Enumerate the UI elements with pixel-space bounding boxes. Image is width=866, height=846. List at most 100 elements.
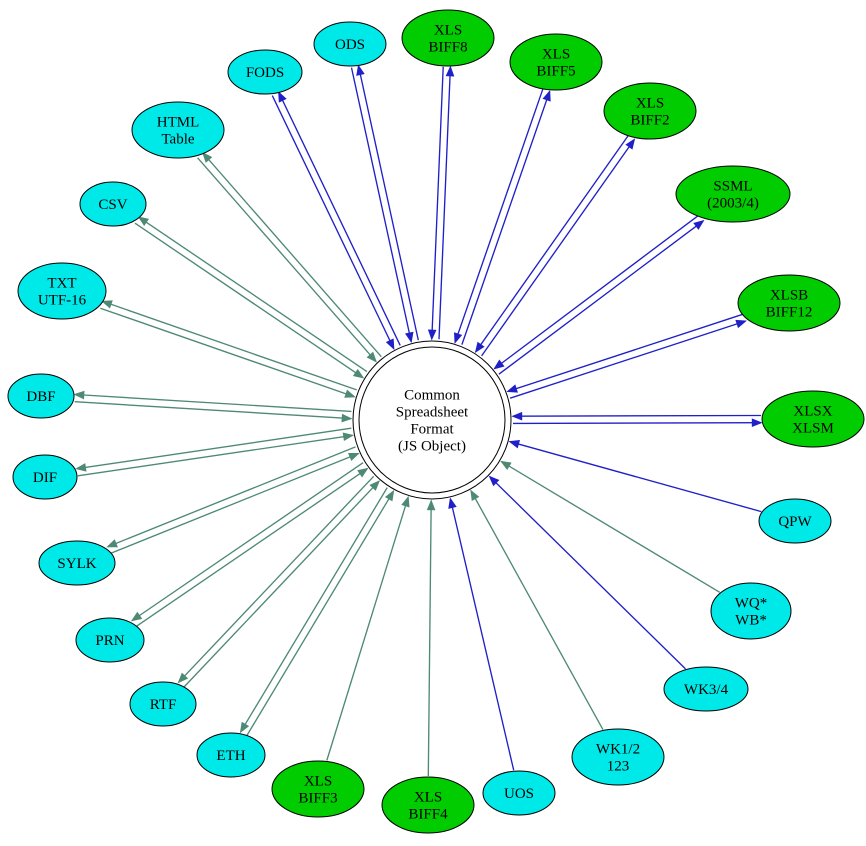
node-ods-label: ODS — [335, 37, 365, 53]
node-csv-label: CSV — [98, 197, 127, 213]
node-wq-wb-label: WQ*WB* — [735, 596, 768, 629]
node-rtf-shape — [129, 681, 197, 727]
edge-xls-biff5 — [454, 88, 551, 345]
node-eth-shape — [196, 732, 266, 778]
node-ods: ODS — [313, 21, 387, 67]
node-rtf: RTF — [129, 681, 197, 727]
node-eth: ETH — [196, 732, 266, 778]
node-wk3-4-label: WK3/4 — [684, 682, 729, 698]
node-sylk-label: SYLK — [57, 556, 96, 572]
node-xls-biff3-shape — [271, 760, 365, 818]
node-wq-wb-shape — [710, 582, 792, 640]
edge-dif — [75, 427, 355, 477]
node-wk3-4-shape — [663, 666, 749, 712]
node-rtf-label: RTF — [150, 697, 177, 713]
node-html-table-shape — [131, 101, 225, 159]
edge-uos — [448, 497, 515, 771]
hub-inner-circle — [358, 346, 506, 494]
edge-qpw — [508, 439, 762, 513]
node-dbf: DBF — [7, 373, 75, 419]
node-ssml-2003-4-label: SSML(2003/4) — [707, 179, 759, 212]
node-qpw-label: QPW — [778, 514, 812, 530]
node-xls-biff8-shape — [401, 9, 495, 67]
node-sylk: SYLK — [38, 540, 116, 586]
node-txt-utf-16-shape — [17, 262, 107, 320]
node-wk3-4: WK3/4 — [663, 666, 749, 712]
node-fods: FODS — [227, 49, 303, 95]
edge-txt-utf-16 — [100, 300, 357, 398]
edge-csv — [134, 216, 368, 379]
edge-xls-biff3 — [326, 495, 410, 761]
node-prn-label: PRN — [95, 633, 124, 649]
node-xlsb-biff12-shape — [737, 274, 841, 332]
node-xls-biff5-shape — [509, 33, 603, 91]
edge-ssml-2003-4 — [493, 214, 705, 375]
node-ssml-2003-4-shape — [675, 165, 791, 223]
node-dif-label: DIF — [33, 470, 57, 486]
node-fods-label: FODS — [246, 65, 284, 81]
node-uos-shape — [482, 770, 556, 816]
edges-layer — [73, 64, 763, 777]
hub-outer-circle — [352, 340, 512, 500]
edge-wk3-4 — [488, 475, 686, 670]
node-prn: PRN — [75, 617, 145, 663]
edge-xlsb-biff12 — [506, 313, 747, 399]
edge-eth — [239, 487, 395, 736]
node-wk1-2-123-shape — [571, 728, 665, 786]
edge-xls-biff2 — [474, 135, 636, 357]
node-csv: CSV — [79, 181, 147, 227]
edge-prn — [130, 462, 369, 627]
node-xlsx-xlsm-shape — [761, 390, 865, 448]
node-dbf-label: DBF — [26, 389, 55, 405]
edge-dbf — [73, 390, 353, 423]
edge-xls-biff8 — [427, 65, 455, 341]
node-eth-label: ETH — [216, 748, 245, 764]
node-uos: UOS — [482, 770, 556, 816]
node-uos-label: UOS — [504, 786, 534, 802]
edge-ods — [350, 64, 419, 344]
edge-xls-biff4 — [426, 499, 436, 777]
edge-fods — [271, 91, 401, 350]
node-xls-biff4-shape — [381, 776, 475, 834]
edge-html-table — [197, 151, 382, 363]
node-dif-shape — [12, 454, 78, 500]
node-qpw-shape — [758, 498, 832, 544]
node-fods-shape — [227, 49, 303, 95]
node-sylk-shape — [38, 540, 116, 586]
edge-wk1-2-123 — [470, 489, 604, 730]
node-xls-biff2-shape — [603, 82, 697, 140]
node-ssml-2003-4: SSML(2003/4) — [675, 165, 791, 223]
node-csv-shape — [79, 181, 147, 227]
edge-wq-wb — [500, 460, 721, 593]
edge-sylk — [106, 446, 360, 555]
node-ods-shape — [313, 21, 387, 67]
node-dbf-shape — [7, 373, 75, 419]
node-dif: DIF — [12, 454, 78, 500]
node-prn-shape — [75, 617, 145, 663]
